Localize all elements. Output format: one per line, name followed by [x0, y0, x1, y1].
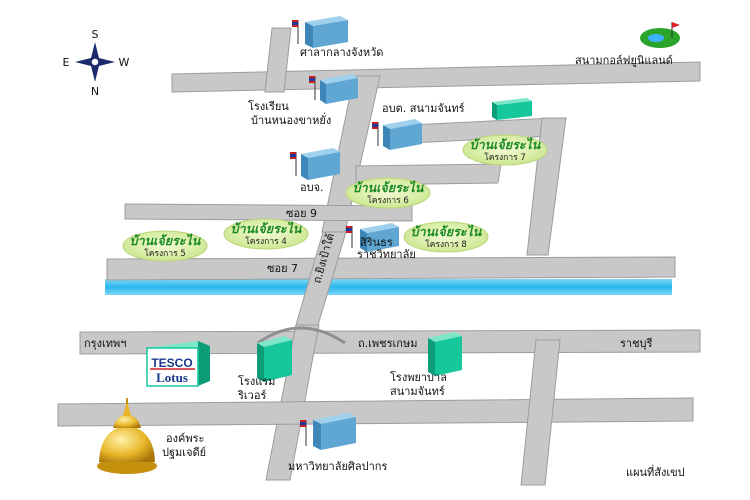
right-vertical-road [526, 117, 567, 256]
sirinthorn-label-2: ราชวิทยาลัย [357, 248, 416, 261]
soi7-road [106, 256, 676, 281]
university-building [300, 413, 356, 450]
hospital-building [428, 332, 462, 376]
top-road [171, 61, 701, 93]
lower-road [57, 397, 694, 427]
provincial-hall-label: ศาลากลางจังหวัด [300, 46, 383, 59]
lotus-text: Lotus [156, 370, 188, 385]
project-7-title: บ้านเจ้ยระไน [470, 137, 542, 152]
project-6-sub: โครงการ 6 [367, 195, 409, 206]
school-building [309, 74, 358, 104]
sirinthorn-label-1: สิรินธร [360, 236, 393, 249]
project-5-sub: โครงการ 5 [144, 248, 186, 259]
obj-label: อบจ. [300, 181, 324, 194]
school-label-2: บ้านหนองขาหยั่ง [251, 112, 331, 127]
project-6-title: บ้านเจ้ยระไน [353, 180, 425, 195]
river-hotel-label-1: โรงแรม [238, 374, 275, 388]
project-4-title: บ้านเจ้ยระไน [231, 221, 303, 236]
project-5-title: บ้านเจ้ยระไน [130, 233, 202, 248]
golf-label: สนามกอล์ฟยูนิแลนด์ [575, 54, 673, 67]
compass-e: E [63, 56, 70, 69]
pagoda-label-1: องค์พระ [166, 432, 204, 445]
right-lower-road [520, 339, 561, 486]
teal-building-top [492, 98, 532, 120]
phetkasem-label: ถ.เพชรเกษม [358, 337, 417, 350]
sirinthorn-building [346, 223, 399, 252]
pagoda-icon [97, 398, 157, 474]
project-8-title: บ้านเจ้ยระไน [411, 224, 483, 239]
project-7-sub: โครงการ 7 [484, 152, 526, 163]
bangkok-label: กรุงเทพฯ [84, 337, 126, 350]
obj-building [290, 148, 340, 180]
project-oval-8[interactable]: บ้านเจ้ยระไน โครงการ 8 [403, 221, 489, 253]
hospital-label-1: โรงพยาบาล [390, 370, 447, 384]
map-caption: แผนที่สังเขป [626, 464, 685, 479]
soi9-label: ซอย 9 [286, 207, 317, 220]
soi7-label: ซอย 7 [267, 262, 298, 275]
provincial-hall-building [292, 16, 348, 48]
project-4-sub: โครงการ 4 [245, 236, 287, 247]
project-8-sub: โครงการ 8 [425, 239, 467, 250]
project-oval-5[interactable]: บ้านเจ้ยระไน โครงการ 5 [122, 230, 208, 262]
compass-rose: S N E W [63, 28, 130, 98]
river-hotel-building [257, 336, 292, 382]
golf-course-icon [640, 22, 680, 48]
river-hotel-label-2: ริเวอร์ [237, 389, 267, 402]
river [105, 279, 672, 295]
project-oval-7[interactable]: บ้านเจ้ยระไน โครงการ 7 [462, 134, 548, 166]
ratchaburi-label: ราชบุรี [620, 337, 653, 350]
tesco-text: TESCO [151, 356, 192, 370]
project-oval-4[interactable]: บ้านเจ้ยระไน โครงการ 4 [223, 218, 309, 250]
tesco-lotus-building: TESCO Lotus [146, 341, 210, 387]
obt-label: อบต. สนามจันทร์ [382, 102, 465, 115]
compass-n: N [91, 85, 99, 98]
pagoda-label-2: ปฐมเจดีย์ [162, 446, 206, 459]
school-label-1: โรงเรียน [248, 99, 289, 113]
university-label: มหาวิทยาลัยศิลปากร [288, 460, 387, 473]
compass-s: S [92, 28, 99, 41]
hospital-label-2: สนามจันทร์ [390, 385, 445, 398]
obt-building [372, 119, 422, 150]
project-oval-6[interactable]: บ้านเจ้ยระไน โครงการ 6 [345, 177, 431, 209]
overpass [257, 326, 346, 345]
compass-w: W [119, 56, 130, 69]
soi9-road [124, 203, 413, 222]
provincial-hall-road [264, 27, 292, 93]
